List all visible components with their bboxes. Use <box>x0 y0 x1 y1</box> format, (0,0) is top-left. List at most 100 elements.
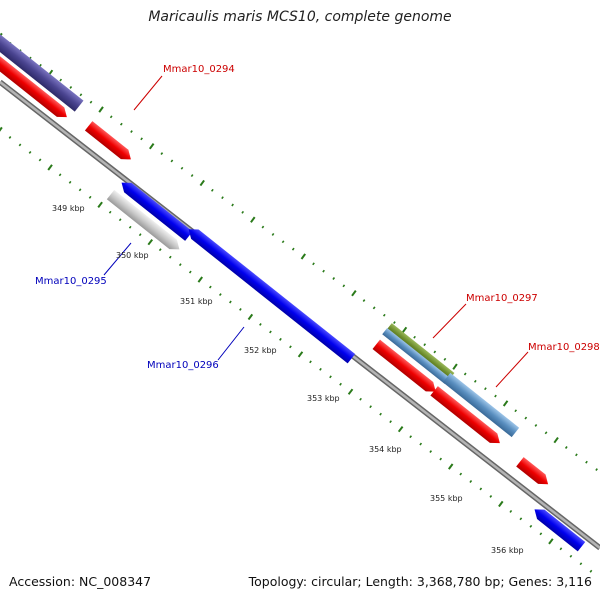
tick-mark <box>128 225 132 229</box>
tick-mark <box>379 412 382 416</box>
tick-mark <box>58 173 62 177</box>
tick-mark <box>372 306 376 310</box>
tick-label-352: 352 kbp <box>244 346 277 355</box>
tick-mark <box>575 453 578 457</box>
tick-mark <box>548 538 554 545</box>
tick-mark <box>322 269 325 273</box>
tick-label-350: 350 kbp <box>116 251 149 260</box>
tick-mark <box>569 554 573 558</box>
gene-label-mmar10-0295[interactable]: Mmar10_0295 <box>35 276 107 287</box>
tick-mark <box>429 450 433 453</box>
cds-feature-mmar10-0296 <box>188 229 356 364</box>
tick-mark <box>147 238 153 246</box>
cds-feature-mmar10-0298 <box>430 386 500 444</box>
tick-mark <box>231 203 234 207</box>
tick-mark <box>595 468 598 471</box>
tick-mark <box>259 323 262 326</box>
tick-mark <box>351 290 357 297</box>
tick-tracks <box>0 32 598 573</box>
gene-label-mmar10-0298[interactable]: Mmar10_0298 <box>528 342 600 353</box>
gene-label-mmar10-0294[interactable]: Mmar10_0294 <box>163 64 235 75</box>
tick-mark <box>589 569 593 573</box>
tick-mark <box>18 143 22 147</box>
tick-mark <box>312 262 315 266</box>
tick-mark <box>419 442 423 446</box>
tick-mark <box>190 174 194 178</box>
tick-mark <box>347 388 354 395</box>
tick-mark <box>524 416 528 420</box>
tick-mark <box>188 270 192 274</box>
tick-mark <box>168 255 172 259</box>
tick-mark <box>69 86 73 89</box>
tick-mark <box>119 122 123 126</box>
tick-mark <box>88 195 92 199</box>
tick-mark <box>342 284 346 288</box>
tick-label-356: 356 kbp <box>491 546 524 555</box>
tick-label-349: 349 kbp <box>52 204 85 213</box>
tick-mark <box>130 130 133 133</box>
tick-label-354: 354 kbp <box>369 445 402 454</box>
tick-mark <box>329 375 332 379</box>
tick-mark <box>509 509 513 513</box>
tick-mark <box>148 143 155 150</box>
cds-feature-mmar10-0294 <box>84 121 131 160</box>
tick-mark <box>221 196 224 200</box>
tick-mark <box>229 300 232 304</box>
tick-mark <box>247 313 254 321</box>
genome-title: Maricaulis maris MCS10, complete genome <box>148 9 452 25</box>
tick-mark <box>140 137 143 141</box>
tick-mark <box>78 188 82 192</box>
tick-mark <box>0 126 3 132</box>
tick-mark <box>514 409 518 413</box>
label-leaders <box>103 75 529 388</box>
feature-mmar10-0297-green <box>385 323 455 381</box>
tick-mark <box>8 136 12 139</box>
tick-mark <box>443 357 447 361</box>
tick-mark <box>118 218 122 222</box>
tick-mark <box>79 93 83 97</box>
tick-mark <box>332 277 336 280</box>
gene-label-mmar10-0297[interactable]: Mmar10_0297 <box>466 293 538 304</box>
tick-mark <box>362 299 366 302</box>
tick-mark <box>397 425 404 433</box>
tick-label-351: 351 kbp <box>180 297 213 306</box>
tick-mark <box>239 308 242 311</box>
feature-steel-b <box>442 372 520 438</box>
tick-mark <box>108 210 112 214</box>
tick-mark <box>89 100 93 104</box>
tick-mark <box>494 394 497 398</box>
tick-mark <box>401 326 408 334</box>
accession-text: Accession: NC_008347 <box>9 574 152 589</box>
tick-mark <box>423 343 427 347</box>
operon-feature-top <box>0 33 84 112</box>
tick-mark <box>109 115 113 119</box>
cds-feature-red-a <box>372 339 436 392</box>
tick-mark <box>261 225 265 229</box>
tick-mark <box>498 500 504 508</box>
gene-label-mmar10-0296[interactable]: Mmar10_0296 <box>147 360 219 371</box>
cds-feature-blue-end <box>534 509 586 552</box>
tick-mark <box>489 495 493 498</box>
tick-mark <box>271 232 275 236</box>
tick-mark <box>409 435 413 439</box>
tick-mark <box>369 405 372 409</box>
tick-mark <box>178 263 182 267</box>
tick-mark <box>309 360 312 364</box>
tick-mark <box>47 164 53 171</box>
tick-mark <box>269 330 272 334</box>
tick-mark <box>502 400 509 407</box>
tick-mark <box>585 460 588 464</box>
tick-mark <box>138 233 142 237</box>
tick-mark <box>210 188 214 192</box>
tick-mark <box>281 240 285 244</box>
tick-mark <box>564 446 568 449</box>
tick-mark <box>393 321 396 324</box>
tick-mark <box>208 285 212 289</box>
tick-mark <box>68 180 72 184</box>
tick-mark <box>180 166 184 170</box>
tick-mark <box>199 179 205 187</box>
tick-mark <box>97 201 103 208</box>
tick-mark <box>382 313 386 317</box>
tick-mark <box>319 367 322 371</box>
